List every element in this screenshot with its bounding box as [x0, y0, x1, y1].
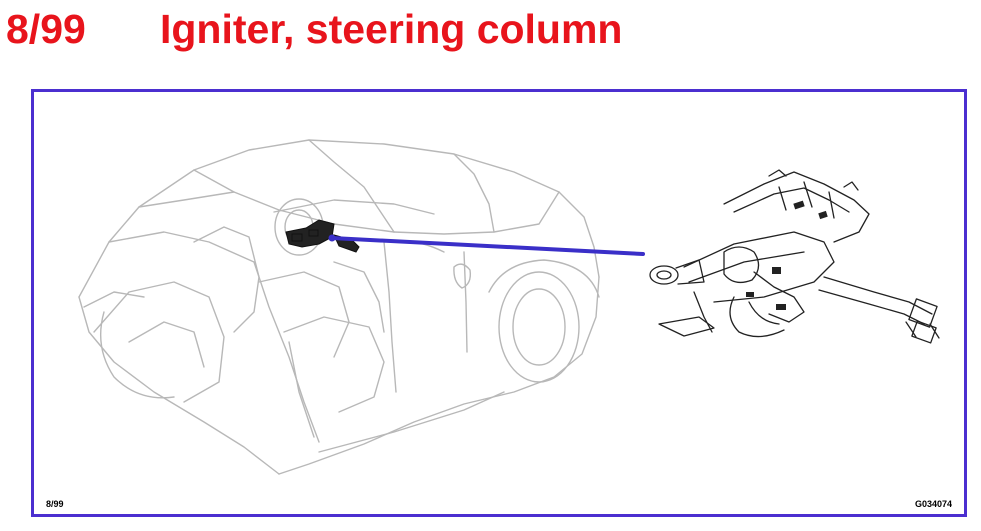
- figure-illustration: [78, 139, 940, 475]
- callout-endpoint: [328, 234, 336, 242]
- steering-column-location: [285, 219, 360, 253]
- callout-line: [330, 236, 645, 256]
- steering-column-assembly: [649, 169, 940, 344]
- slide-title: Igniter, steering column: [160, 6, 623, 52]
- slide-header: 8/99 Igniter, steering column: [0, 0, 981, 70]
- slide-number: 8/99: [6, 6, 86, 52]
- figure-date-label: 8/99: [46, 499, 64, 509]
- figure-frame: 8/99 G034074: [31, 89, 967, 517]
- car-outline: [78, 139, 600, 475]
- figure-code-label: G034074: [914, 499, 952, 509]
- steering-column-shading: [746, 200, 828, 310]
